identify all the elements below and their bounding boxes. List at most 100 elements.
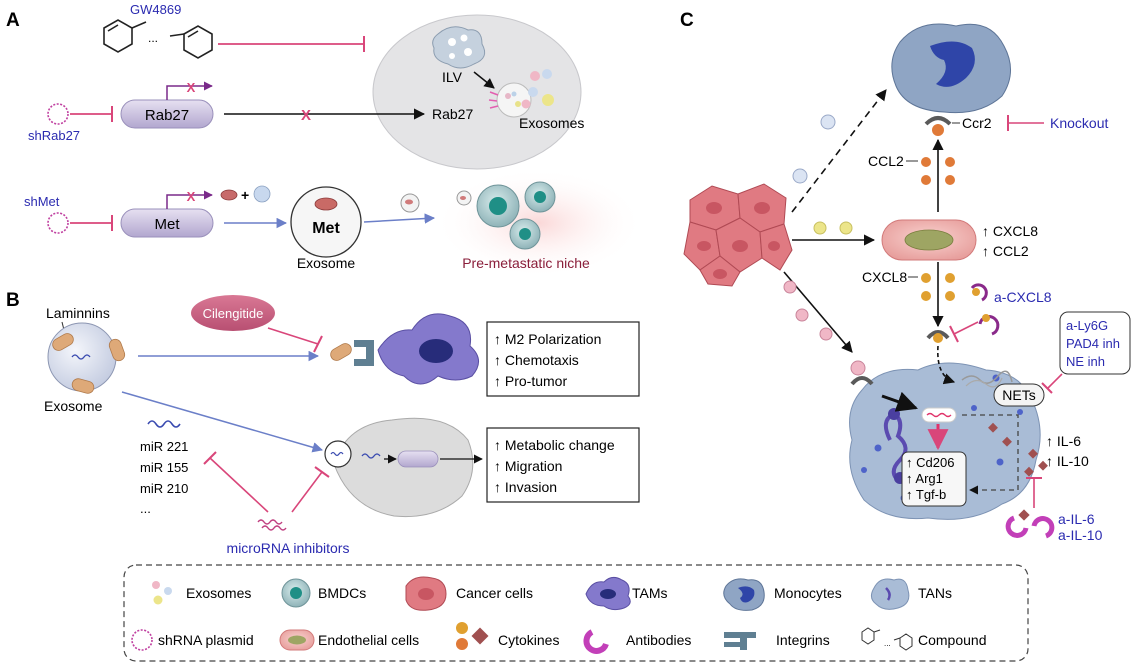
inhibitor-to-mirs-line — [209, 457, 269, 513]
endosome-icon — [324, 440, 352, 468]
mir-155: miR 155 — [140, 460, 188, 475]
panel-c-letter: C — [680, 10, 694, 31]
inhibitor-pad4: PAD4 inh — [1066, 336, 1120, 351]
legend-compound-dots: ... — [884, 639, 891, 648]
tam-effect-1: ↑ M2 Polarization — [494, 331, 601, 347]
tam-effect-2: ↑ Chemotaxis — [494, 352, 579, 368]
legend-integrin-icon — [724, 632, 756, 650]
nets-label: NETs — [1002, 387, 1035, 403]
integrin-icon — [354, 340, 374, 366]
nets-badge — [993, 383, 1045, 407]
tam-gene-box — [901, 451, 967, 507]
legend-exosomes-icon — [152, 581, 172, 605]
inhibitor-ne: NE inh — [1066, 354, 1105, 369]
met-plus-sign: + — [241, 187, 249, 203]
legend-endothelial-cell-icon — [279, 629, 315, 651]
legend-tam-icon — [585, 576, 631, 611]
niche-label: Pre-metastatic niche — [462, 255, 590, 271]
a-cxcl8-inhibit-line — [953, 321, 979, 335]
panel-a-letter: A — [6, 10, 20, 31]
cxcl8-bound-icon — [933, 333, 943, 343]
exosomes-blue-path — [792, 114, 836, 184]
legend-compound-icon — [861, 627, 913, 651]
nets-inhibit-bar — [1041, 382, 1053, 394]
antibody-icon — [978, 314, 1000, 336]
exosomes-label: Exosomes — [519, 115, 584, 131]
legend-label-monocytes: Monocytes — [774, 585, 842, 601]
cancer-to-monocyte-dashed-arrow — [791, 89, 887, 213]
met-transcription-block: X — [187, 189, 196, 204]
panel-a: A GW4869 ... ILV — [6, 2, 644, 278]
endothelial-cell-icon — [881, 219, 977, 261]
ccr2-label: Ccr2 — [962, 115, 992, 131]
nets-release-arrow — [937, 345, 956, 385]
gw4869-label: GW4869 — [130, 2, 181, 17]
rab27-transcription-arrow — [166, 81, 213, 100]
ilv-icon — [432, 26, 486, 69]
laminin-icon — [330, 343, 352, 361]
shrab27-label: shRab27 — [28, 128, 80, 143]
legend-cytokine-icon — [456, 622, 489, 650]
exosome-receptor-icon — [850, 376, 874, 386]
cxcl8-label: CXCL8 — [862, 269, 907, 285]
exosomes-cluster-icon — [521, 69, 554, 109]
legend-cancer-cell-icon — [405, 576, 447, 611]
ccr2-receptor-icon — [924, 116, 952, 126]
microrna-inhibitor-icon — [261, 525, 287, 531]
tam-gene-1: ↑ Cd206 — [906, 455, 954, 470]
exosome-bound-icon — [850, 360, 866, 376]
il-cytokines — [988, 422, 1048, 477]
ilv-release-arrow — [473, 71, 495, 89]
il-effect-2: ↑ IL-10 — [1046, 453, 1089, 469]
exosome-b-label: Exosome — [44, 398, 103, 414]
cilengitide-pill — [191, 295, 275, 331]
a-il10-label: a-IL-10 — [1058, 527, 1103, 543]
ccl2-bound-icon — [932, 124, 944, 136]
mir-221: miR 221 — [140, 439, 188, 454]
nets-strand-icon — [961, 370, 1013, 384]
legend-label-tans: TANs — [918, 585, 952, 601]
tam-icon — [377, 313, 479, 385]
tam-gene-3: ↑ Tgf-b — [906, 487, 946, 502]
a-cxcl8-inhibit-bar — [949, 325, 959, 343]
cancer-cell-gray — [333, 417, 474, 518]
knockout-label: Knockout — [1050, 115, 1108, 131]
microrna-inhibitors-label: microRNA inhibitors — [227, 540, 350, 556]
tam-gene-2: ↑ Arg1 — [906, 471, 943, 486]
ccl2-cytokines — [921, 157, 955, 185]
exosome-label: Exosome — [297, 255, 356, 271]
membrane-release-marks — [488, 91, 499, 109]
compound-dots: ... — [148, 31, 158, 45]
exosome-uptake-arrow — [881, 391, 918, 412]
rab27-gene-label: Rab27 — [145, 107, 189, 124]
met-protein-icon — [220, 189, 238, 201]
cancer-effect-2: ↑ Migration — [494, 458, 562, 474]
legend-label-bmdcs: BMDCs — [318, 585, 366, 601]
cancer-effects-box — [486, 427, 640, 503]
nets-strand-icon — [965, 377, 1003, 388]
shrna-plasmid-icon — [47, 212, 69, 234]
antibody-icon — [1031, 516, 1055, 539]
rab27-flow-block: X — [301, 107, 311, 124]
panel-b: B Laminnins Exosome Cilengitide ↑ M2 Pol… — [6, 290, 640, 556]
met-gene-label: Met — [154, 216, 180, 233]
cilengitide-inhibit-bar — [313, 335, 323, 353]
ccl2-label: CCL2 — [868, 153, 904, 169]
shmet-label: shMet — [24, 194, 60, 209]
laminins-label: Laminnins — [46, 305, 110, 321]
panel-b-letter: B — [6, 290, 20, 311]
bmdc-icon — [509, 218, 541, 250]
panel-c: C Ccr2 Knockout CCL2 — [680, 10, 1131, 543]
mir-210: miR 210 — [140, 481, 188, 496]
vesicle-icon — [253, 185, 271, 203]
circulating-exosome-icon — [400, 193, 420, 213]
antibody-icon — [970, 283, 988, 302]
tam-effects-box — [486, 321, 640, 397]
bmdc-icon — [476, 184, 520, 228]
met-exosome-cargo-label: Met — [312, 220, 340, 237]
legend-label-cytokines: Cytokines — [498, 632, 559, 648]
mirna-released-icon — [361, 453, 381, 459]
met-exosome-icon — [290, 186, 362, 258]
cilengitide-label: Cilengitide — [203, 306, 264, 321]
